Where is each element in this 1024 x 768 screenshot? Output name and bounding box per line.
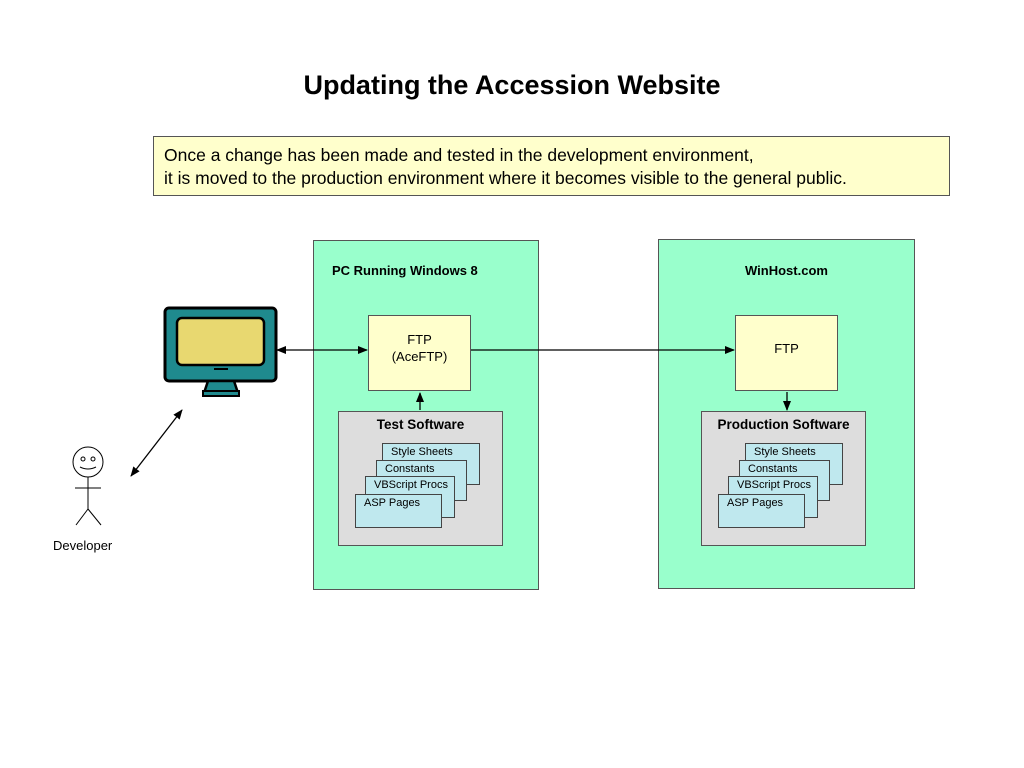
arrow-developer-monitor [130,409,183,477]
prod-ftp-box: FTP [735,315,838,391]
prod-environment-label: WinHost.com [745,263,828,278]
prod-ftp-line-1: FTP [774,341,799,356]
test-software-title: Test Software [376,417,465,432]
developer-label: Developer [53,538,113,553]
dev-ftp-line-2: (AceFTP) [391,349,448,364]
software-item-card: ASP Pages [355,494,442,528]
dev-ftp-line-1: FTP [407,332,432,347]
description-note: Once a change has been made and tested i… [153,136,950,196]
monitor-icon [163,306,278,397]
software-item-card: ASP Pages [718,494,805,528]
dev-ftp-box: FTP (AceFTP) [368,315,471,391]
note-line-1: Once a change has been made and tested i… [164,145,754,165]
page-title: Updating the Accession Website [303,70,721,100]
dev-environment-label: PC Running Windows 8 [332,263,478,278]
note-line-2: it is moved to the production environmen… [164,168,847,188]
production-software-title: Production Software [717,417,850,432]
person-icon [72,446,104,526]
